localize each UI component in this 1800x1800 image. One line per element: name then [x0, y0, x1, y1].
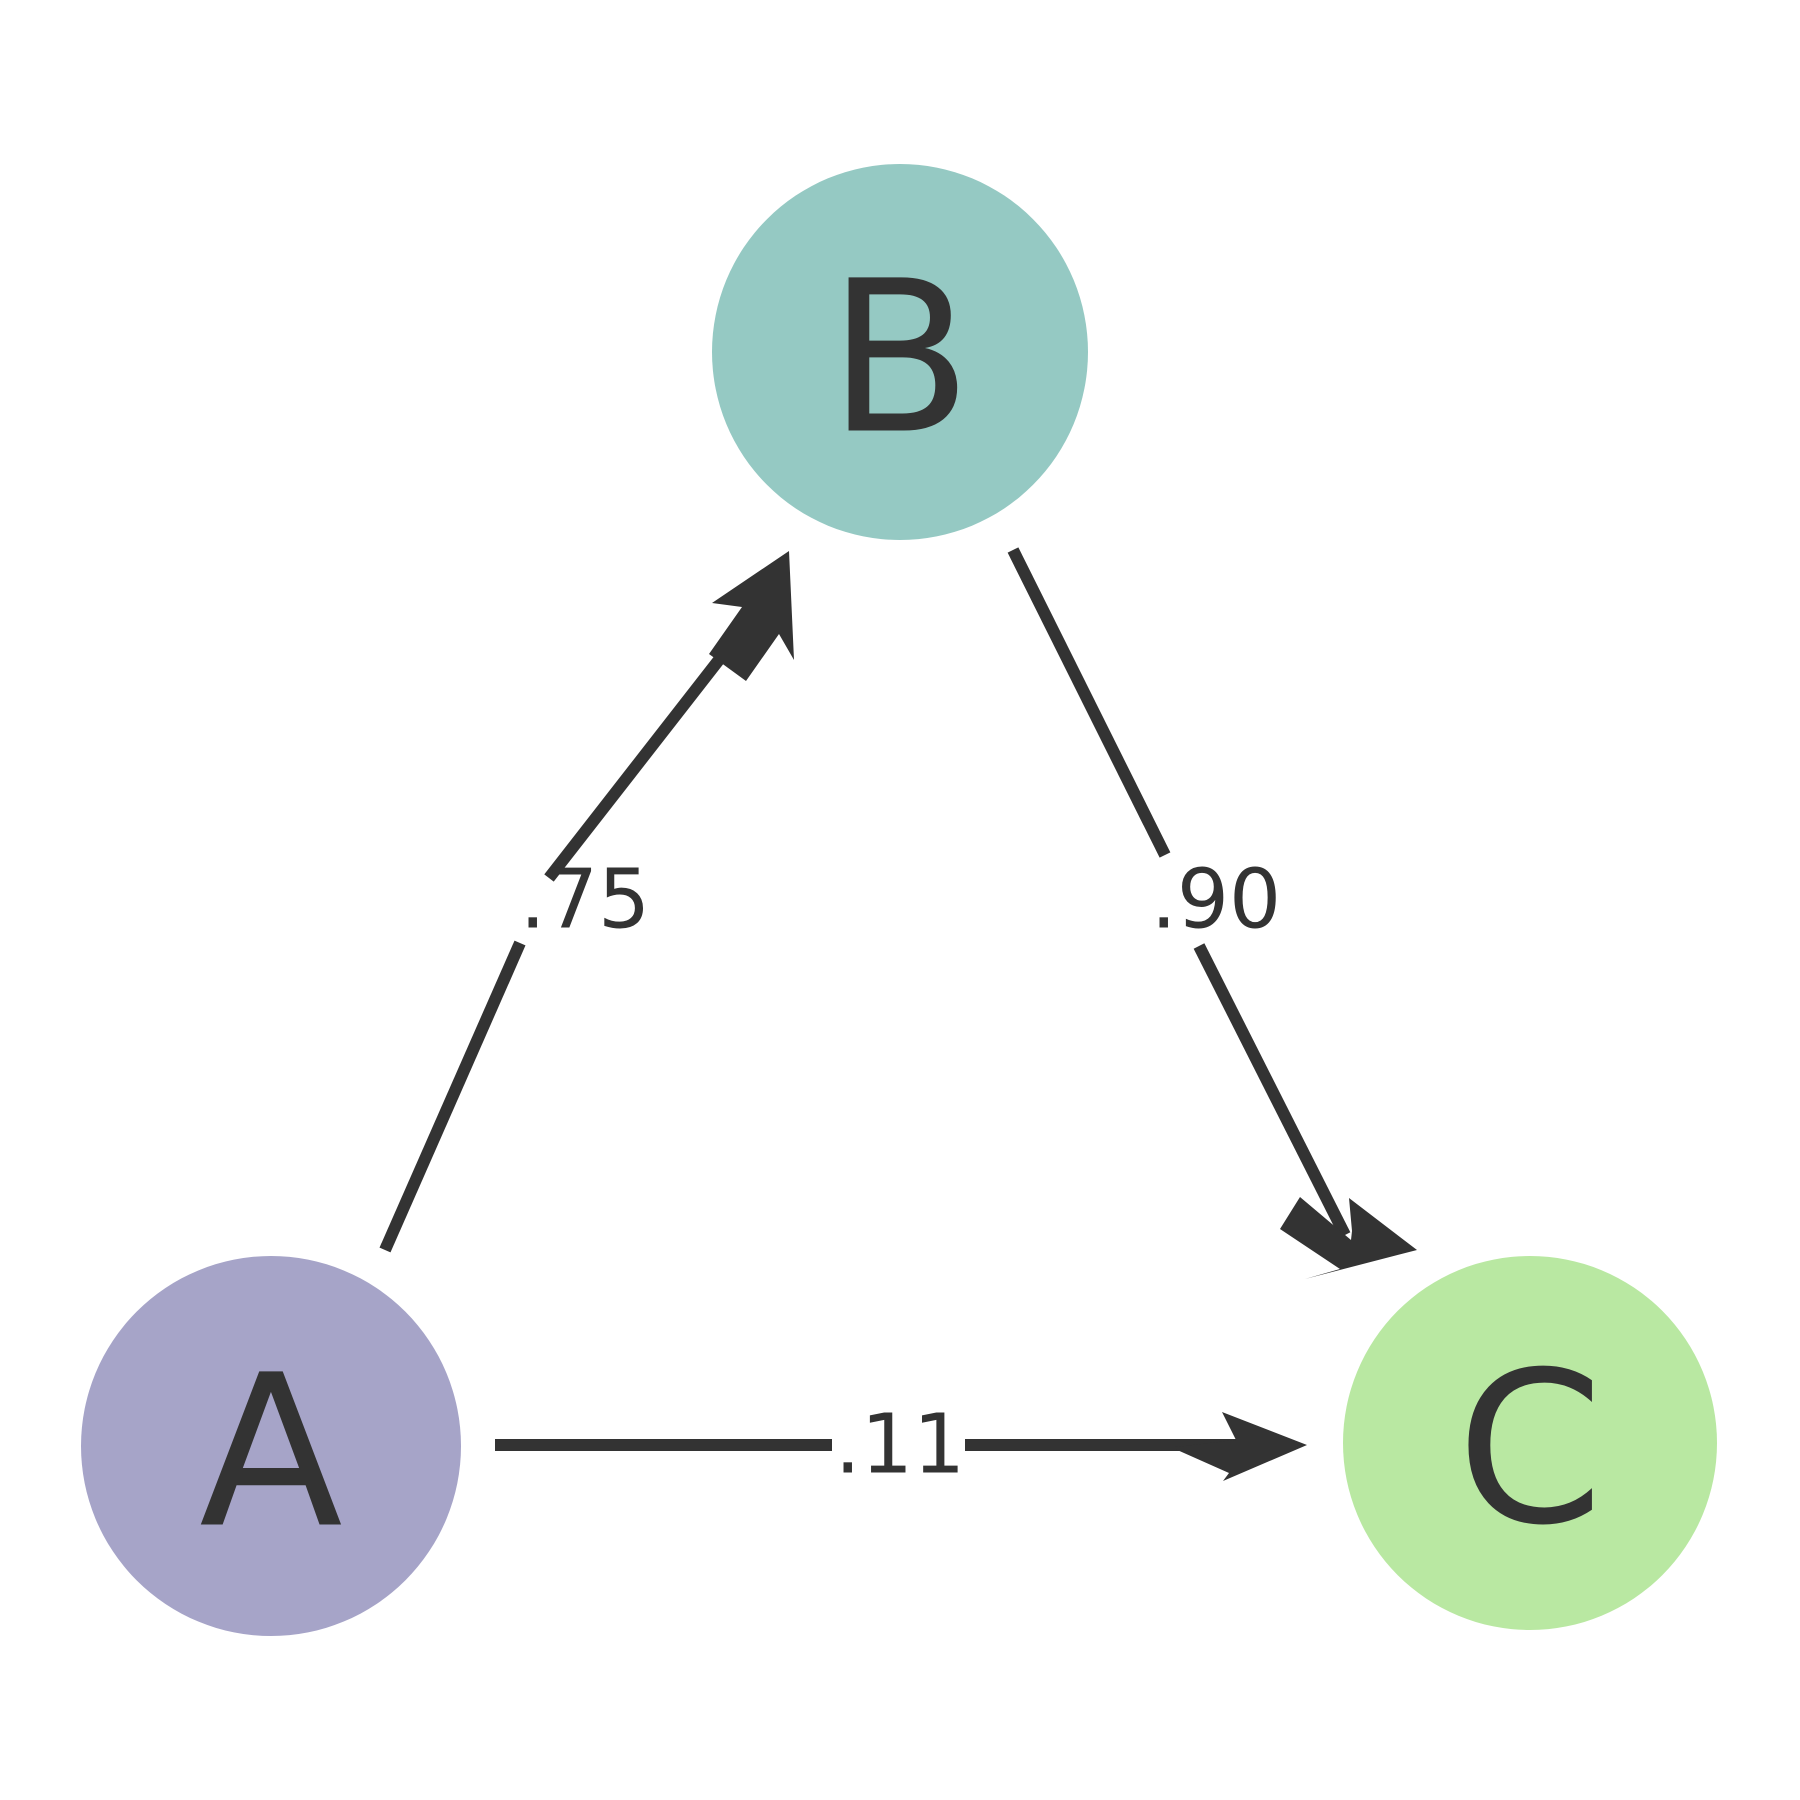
node-a-circle[interactable] — [81, 1256, 461, 1636]
node-a-label: A — [199, 1330, 343, 1575]
edge-a-to-c-arrowhead — [1175, 1412, 1307, 1481]
node-b[interactable]: B — [712, 164, 1088, 540]
edge-b-to-c[interactable]: .90 — [1007, 547, 1417, 1279]
node-c[interactable]: C — [1343, 1256, 1717, 1630]
node-b-label: B — [828, 236, 972, 481]
edge-a-to-b-shaft-upper — [544, 616, 755, 882]
edge-a-to-b-shaft-lower — [379, 940, 526, 1253]
edge-b-to-c-shaft-upper — [1007, 547, 1171, 858]
edge-a-to-b-arrowhead — [709, 551, 794, 681]
edge-a-to-b-label: .75 — [520, 853, 650, 948]
edge-b-to-c-arrowhead — [1280, 1197, 1417, 1279]
edge-b-to-c-shaft-lower — [1193, 943, 1351, 1238]
edge-a-to-c[interactable]: .11 — [495, 1398, 1307, 1493]
node-a[interactable]: A — [81, 1256, 461, 1636]
node-b-circle[interactable] — [712, 164, 1088, 540]
edge-b-to-c-label: .90 — [1151, 853, 1281, 948]
edge-a-to-c-label: .11 — [835, 1398, 965, 1493]
node-c-label: C — [1457, 1327, 1604, 1572]
node-c-circle[interactable] — [1343, 1256, 1717, 1630]
edge-a-to-b[interactable]: .75 — [379, 551, 794, 1253]
